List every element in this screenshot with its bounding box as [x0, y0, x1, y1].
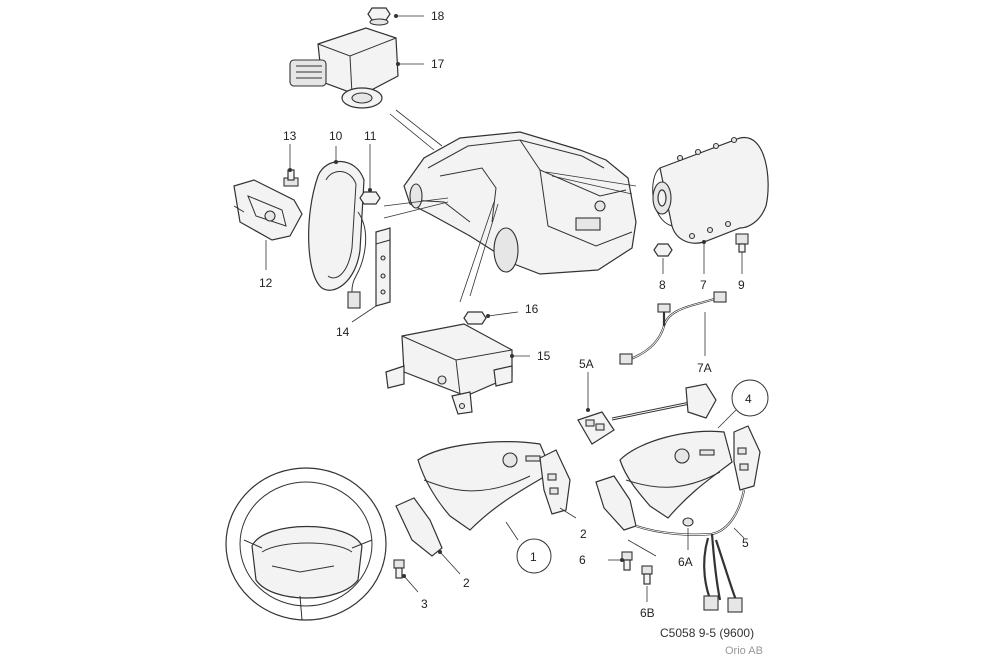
part-3-screw: [393, 559, 405, 579]
callout-2-left: 2: [463, 576, 470, 590]
callout-15: 15: [537, 349, 551, 363]
copyright-label: Orio AB: [725, 645, 763, 657]
part-16-nut: [463, 311, 487, 325]
callout-17: 17: [431, 57, 445, 71]
callout-13: 13: [283, 129, 297, 143]
callout-5a: 5A: [579, 357, 594, 371]
callout-5: 5: [742, 536, 749, 550]
part-1-airbag-cover: [417, 441, 553, 531]
callout-8: 8: [659, 278, 666, 292]
callout-6: 6: [579, 553, 586, 567]
callout-10: 10: [329, 129, 343, 143]
part-7-passenger-airbag: [652, 136, 769, 244]
callout-6b: 6B: [640, 606, 655, 620]
callout-9: 9: [738, 278, 745, 292]
callout-12: 12: [259, 276, 273, 290]
part-11-nut: [359, 191, 381, 205]
part-12-bracket: [233, 179, 303, 241]
callout-4: 4: [745, 392, 752, 406]
part-6a-clip: [682, 517, 694, 527]
part-8-nut: [653, 243, 673, 257]
callout-16: 16: [525, 302, 539, 316]
part-5a-switch: [577, 383, 717, 445]
callout-14: 14: [336, 325, 350, 339]
callout-18: 18: [431, 9, 445, 23]
part-4-airbag-cover: [619, 430, 733, 519]
part-9-screw: [735, 233, 749, 253]
part-5-harness: [635, 489, 746, 613]
part-17-crash-sensor: [289, 27, 399, 109]
callout-1: 1: [530, 550, 537, 564]
part-7a-wiring-harness: [619, 291, 727, 365]
part-2-switch-panels: [395, 425, 761, 557]
callout-7a: 7A: [697, 361, 712, 375]
callout-6a: 6A: [678, 555, 693, 569]
part-14-strip: [375, 227, 391, 307]
part-10-side-airbag: [308, 160, 367, 309]
callout-3: 3: [421, 597, 428, 611]
part-18-nut: [367, 7, 391, 26]
steering-wheel: [225, 467, 387, 621]
part-15-control-module: [385, 323, 513, 415]
callout-2-right: 2: [580, 527, 587, 541]
diagram-code: C5058 9-5 (9600): [660, 626, 755, 640]
car-illustration: [403, 131, 637, 275]
part-6-screw: [621, 551, 633, 571]
callout-11: 11: [364, 129, 377, 143]
part-13-screw: [283, 169, 299, 187]
part-6b-screw: [641, 565, 653, 585]
callout-7: 7: [700, 278, 707, 292]
